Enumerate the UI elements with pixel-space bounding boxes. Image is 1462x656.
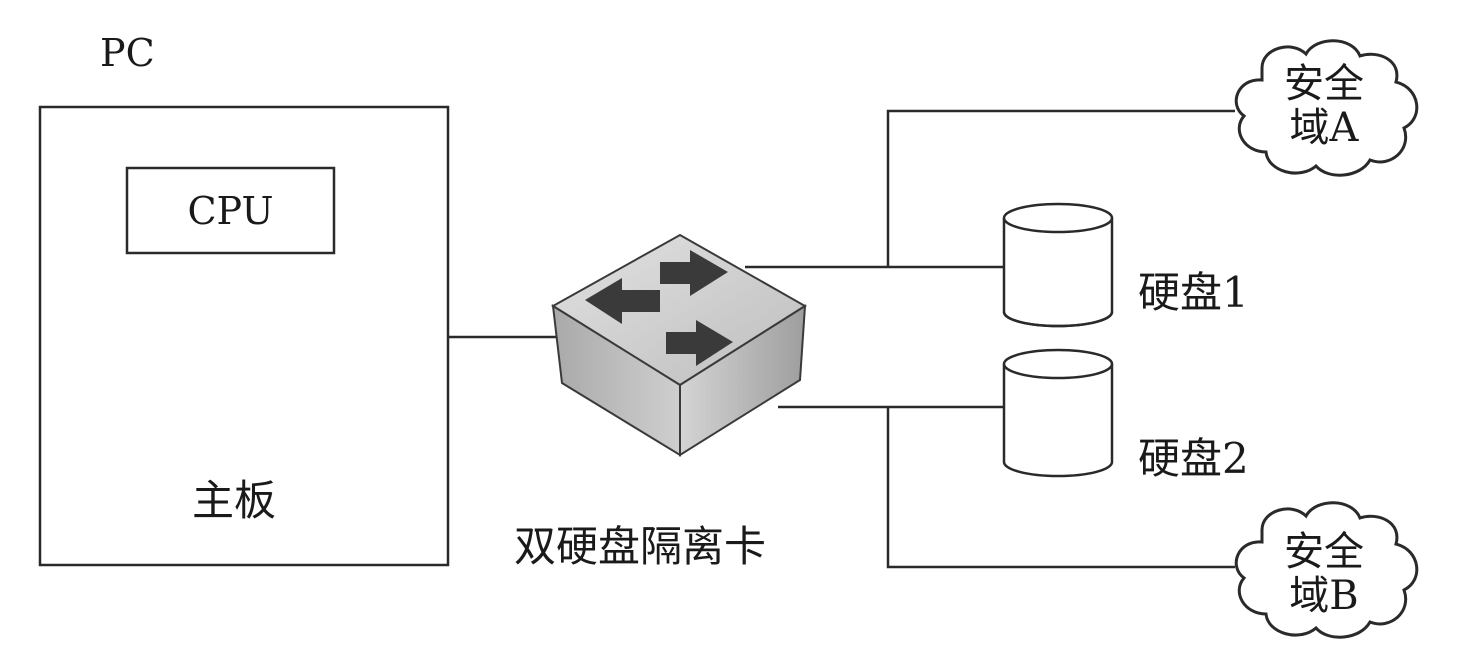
cpu-label: CPU <box>187 188 274 233</box>
cloud-b-icon <box>1234 501 1419 639</box>
zone-a-label: 安全 域A <box>1244 62 1404 150</box>
disk2-icon <box>1002 348 1114 478</box>
arrow-left-icon <box>585 278 660 324</box>
disk1-label: 硬盘1 <box>1138 268 1249 317</box>
zone-b-line1: 安全 <box>1284 529 1364 575</box>
disk2-label: 硬盘2 <box>1138 434 1249 483</box>
pc-label: PC <box>100 31 155 75</box>
zone-b-line2: 域B <box>1289 573 1359 619</box>
zone-a-line1: 安全 <box>1284 61 1364 107</box>
arrow-right-bottom-icon <box>666 320 733 366</box>
link-zone-a <box>886 109 1235 267</box>
zone-a-line2: 域A <box>1289 105 1359 151</box>
card-right-face <box>679 304 807 457</box>
zone-b-label: 安全 域B <box>1244 530 1404 618</box>
motherboard-label: 主板 <box>192 476 277 525</box>
link-zone-b <box>886 407 1235 569</box>
arrow-right-top-icon <box>660 250 728 296</box>
isolation-card-icon <box>551 233 807 457</box>
cpu-box <box>125 166 336 255</box>
disk1-icon <box>1002 202 1114 328</box>
cloud-a-icon <box>1234 39 1419 177</box>
isolation-card-label: 双硬盘隔离卡 <box>514 522 767 571</box>
